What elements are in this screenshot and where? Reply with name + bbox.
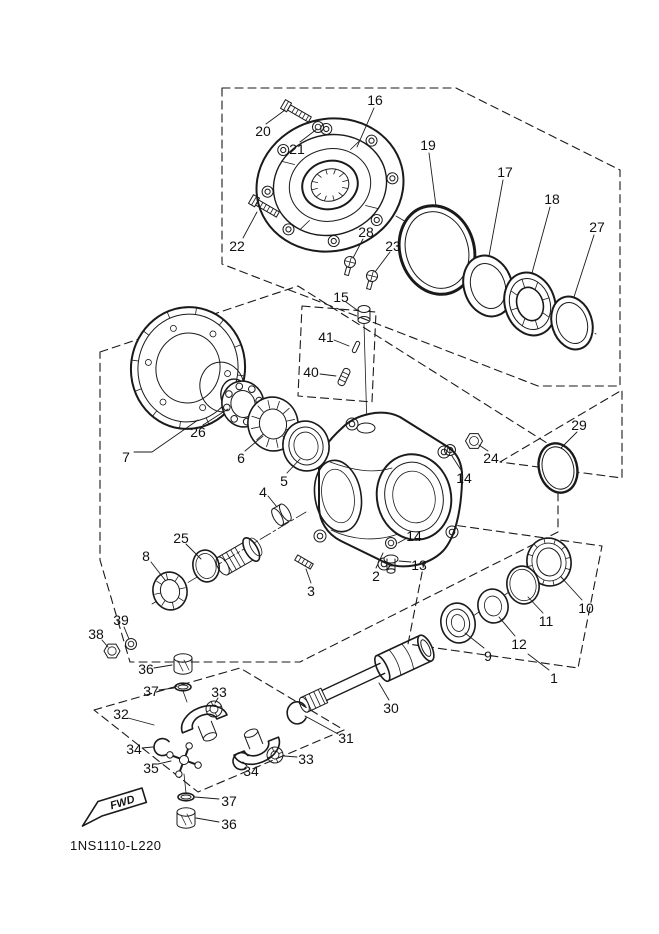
callout-9[interactable]: 9: [484, 648, 492, 664]
boundary-joint-group: [93, 667, 345, 793]
callout-31[interactable]: 31: [338, 730, 354, 746]
boundary-cover-group: [221, 87, 621, 387]
leader-lines: [101, 107, 595, 823]
part-cap-36-b: [176, 807, 196, 829]
part-oring-37-b: [177, 792, 195, 802]
part-race-5: [282, 420, 330, 472]
fwd-arrow-icon: FWD: [81, 787, 148, 827]
callout-32[interactable]: 32: [113, 706, 129, 722]
callout-37-b[interactable]: 37: [221, 793, 237, 809]
part-bolt-20: [280, 99, 313, 125]
callout-28[interactable]: 28: [358, 224, 374, 240]
part-pinion-shaft: [215, 537, 263, 576]
part-oring-19: [397, 204, 477, 296]
part-nut-38: [103, 643, 121, 659]
callout-4[interactable]: 4: [259, 484, 267, 500]
part-pin-41: [351, 340, 361, 354]
callout-17[interactable]: 17: [497, 164, 513, 180]
callout-34-a[interactable]: 34: [126, 741, 142, 757]
callout-36-b[interactable]: 36: [221, 816, 237, 832]
callout-16[interactable]: 16: [367, 92, 383, 108]
callout-3[interactable]: 3: [307, 583, 315, 599]
part-seal-18: [503, 271, 557, 337]
part-drive-shaft: [298, 634, 435, 713]
callout-37-a[interactable]: 37: [143, 683, 159, 699]
part-screw-23: [362, 268, 380, 291]
part-bearing-8: [152, 571, 188, 611]
callouts: 20 21 16 22 28 23 19 17 18 27 15 41 40 2…: [88, 92, 605, 832]
callout-34-b[interactable]: 34: [243, 763, 259, 779]
callout-14-a[interactable]: 14: [456, 470, 472, 486]
callout-1[interactable]: 1: [550, 670, 558, 686]
part-breather: [357, 305, 371, 429]
callout-40[interactable]: 40: [303, 364, 319, 380]
part-washer-12: [477, 588, 509, 624]
part-yoke-a: [175, 698, 235, 750]
callout-23[interactable]: 23: [385, 238, 401, 254]
boundary-pin-group: [297, 305, 377, 403]
callout-12[interactable]: 12: [511, 636, 527, 652]
callout-39[interactable]: 39: [113, 612, 129, 628]
callout-21[interactable]: 21: [289, 141, 305, 157]
part-oring-11: [506, 565, 540, 605]
callout-20[interactable]: 20: [255, 123, 271, 139]
part-cap-36-a: [173, 653, 193, 675]
callout-26[interactable]: 26: [190, 424, 206, 440]
part-spider-35: [166, 742, 202, 778]
callout-25[interactable]: 25: [173, 530, 189, 546]
callout-18[interactable]: 18: [544, 191, 560, 207]
callout-15[interactable]: 15: [333, 289, 349, 305]
callout-29[interactable]: 29: [571, 417, 587, 433]
callout-27[interactable]: 27: [589, 219, 605, 235]
callout-41[interactable]: 41: [318, 329, 334, 345]
boundary-housing-group: [99, 285, 559, 663]
callout-30[interactable]: 30: [383, 700, 399, 716]
part-bolt-13: [383, 554, 399, 574]
callout-19[interactable]: 19: [420, 137, 436, 153]
callout-35[interactable]: 35: [143, 760, 159, 776]
part-seal-27: [550, 295, 594, 351]
callout-10[interactable]: 10: [578, 600, 594, 616]
callout-8[interactable]: 8: [142, 548, 150, 564]
joint-axis-lines: [182, 690, 188, 794]
part-pin-40: [337, 367, 351, 387]
callout-22[interactable]: 22: [229, 238, 245, 254]
callout-38[interactable]: 38: [88, 626, 104, 642]
part-screw-28: [340, 254, 358, 277]
callout-13[interactable]: 13: [411, 557, 427, 573]
callout-11[interactable]: 11: [539, 613, 554, 629]
part-plug-24: [465, 433, 483, 449]
callout-5[interactable]: 5: [280, 473, 288, 489]
callout-33-a[interactable]: 33: [211, 684, 227, 700]
callout-33-b[interactable]: 33: [298, 751, 314, 767]
part-collar-4: [271, 503, 292, 526]
part-stud-3: [294, 554, 314, 570]
diagram-code: 1NS1110-L220: [70, 838, 162, 853]
part-oring-29: [537, 442, 579, 494]
callout-6[interactable]: 6: [237, 450, 245, 466]
part-circlip-31: [286, 701, 307, 725]
part-washer-39: [125, 638, 137, 650]
part-ring-gear: [129, 306, 247, 430]
part-housing: [313, 411, 464, 571]
boundary-bearing-group: [407, 521, 603, 669]
callout-24[interactable]: 24: [483, 450, 499, 466]
callout-2[interactable]: 2: [372, 568, 380, 584]
callout-7[interactable]: 7: [122, 449, 130, 465]
part-cover: [255, 117, 405, 253]
callout-14-b[interactable]: 14: [406, 528, 422, 544]
part-seal-9: [440, 602, 476, 644]
callout-36-a[interactable]: 36: [138, 661, 154, 677]
